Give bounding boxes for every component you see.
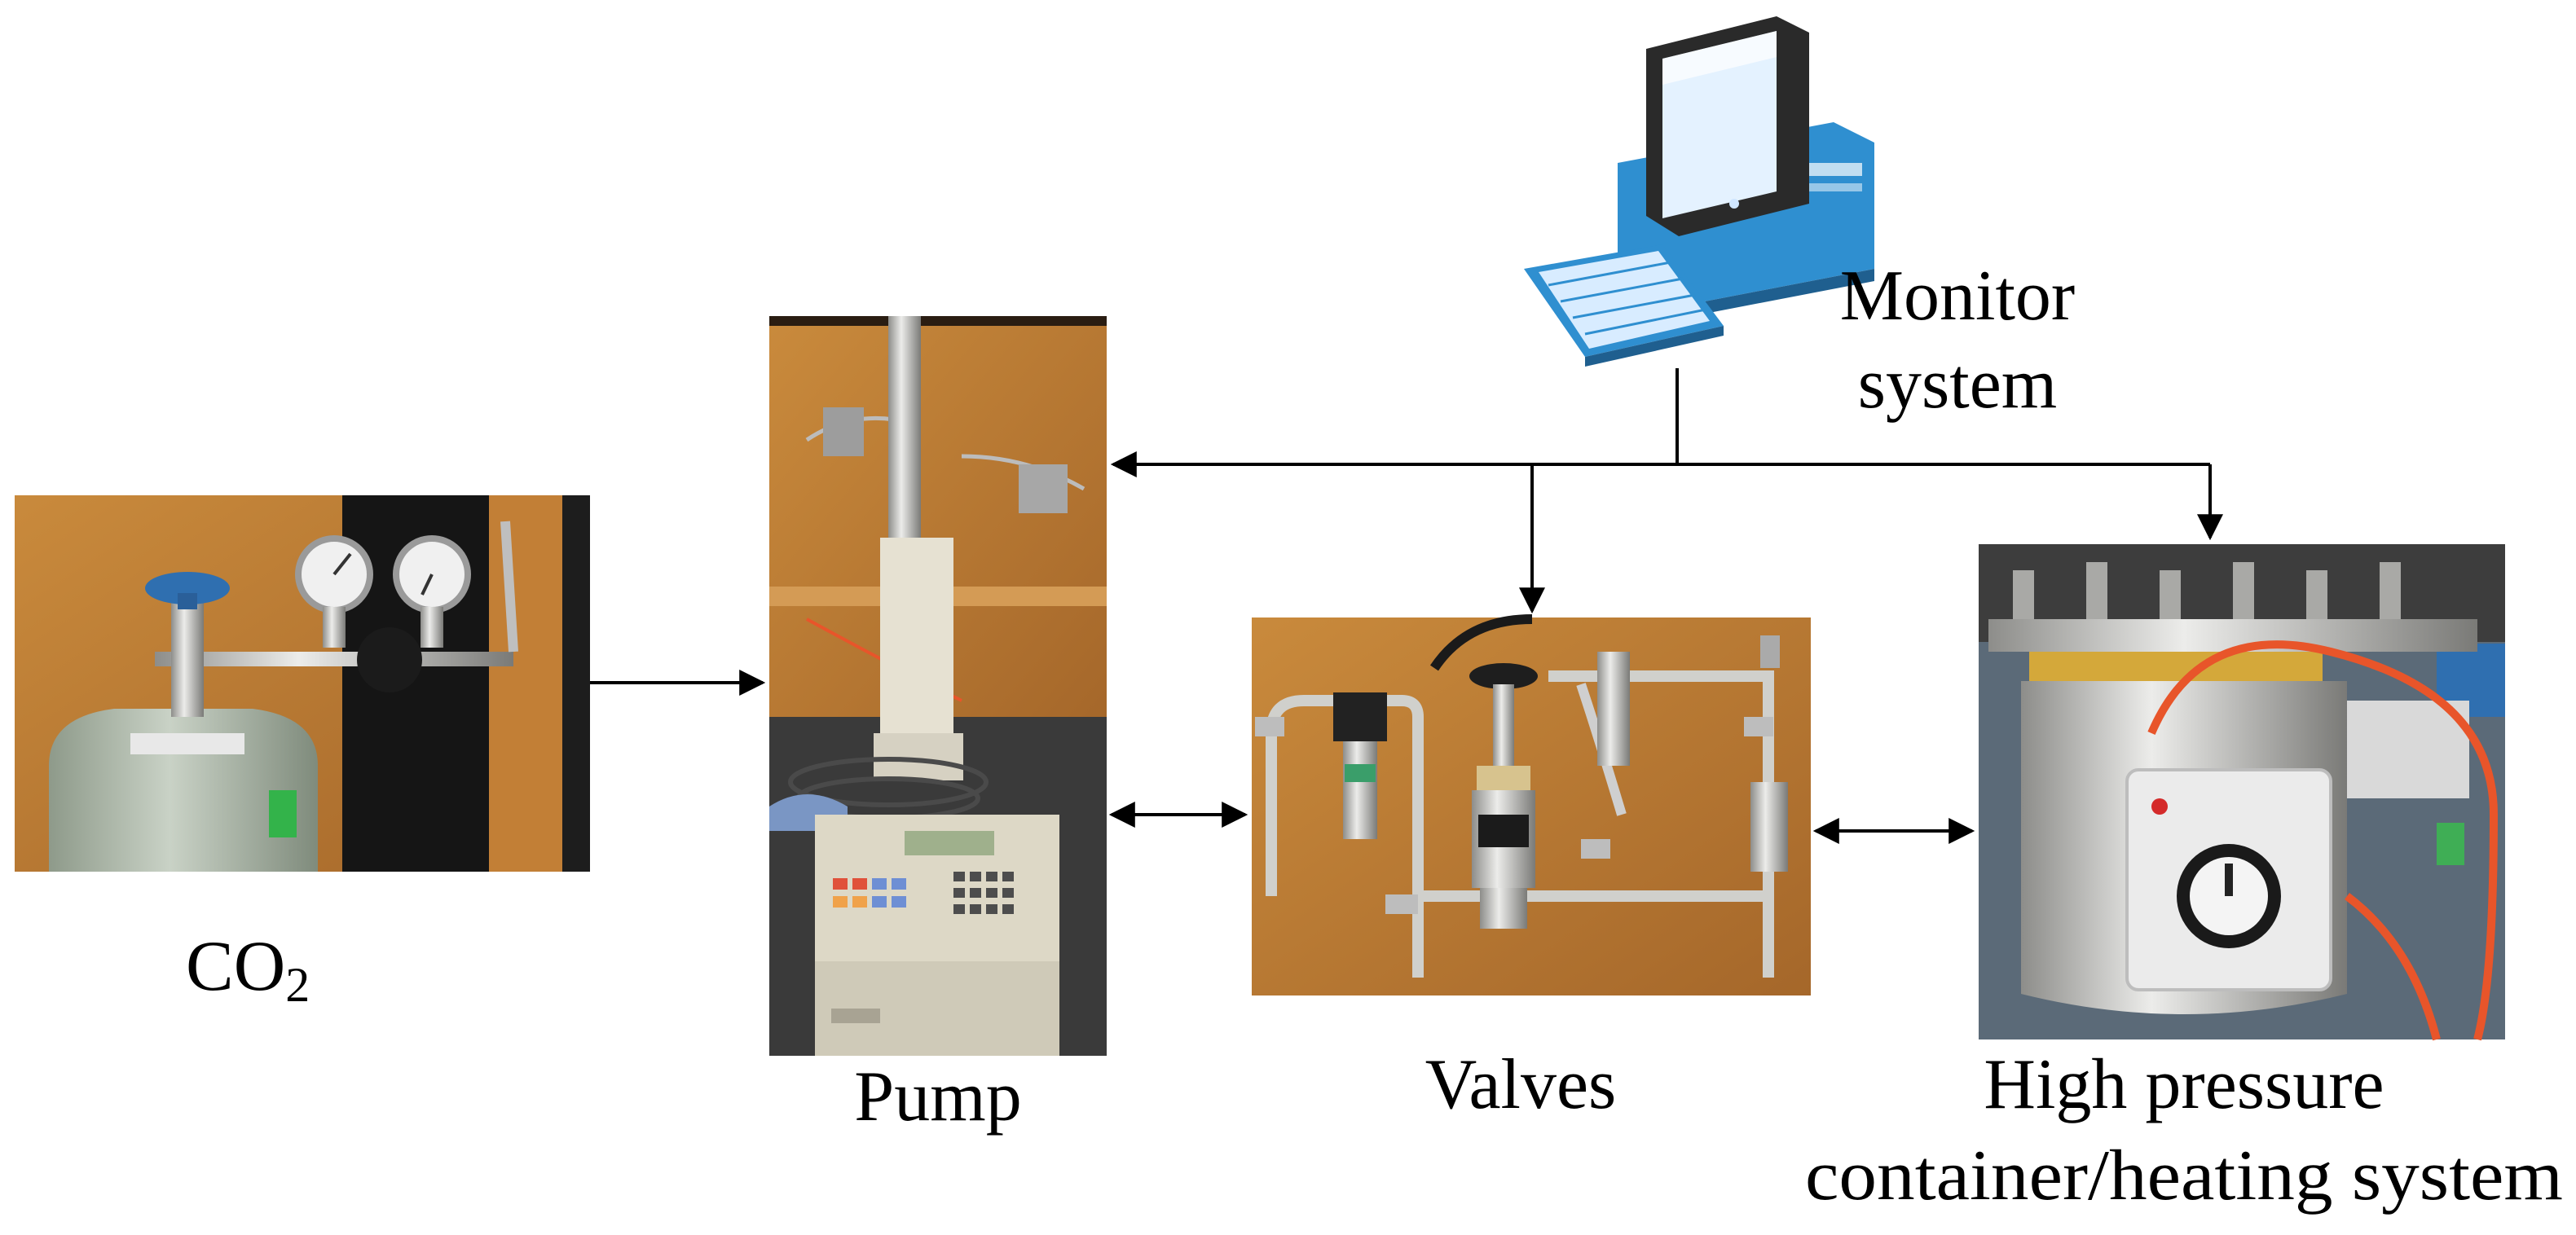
pump-photo bbox=[769, 316, 1107, 1056]
high-pressure-container-photo bbox=[1979, 544, 2505, 1041]
co2-cylinder-photo bbox=[15, 495, 590, 872]
monitor-label-line2: system bbox=[1858, 345, 2057, 424]
connector-lines bbox=[590, 368, 2223, 844]
valves-photo bbox=[1252, 614, 1811, 995]
computer-icon bbox=[1524, 16, 1874, 367]
container-label-line2: container/heating system bbox=[1805, 1136, 2563, 1215]
valves-label: Valves bbox=[1425, 1045, 1617, 1124]
pump-label: Pump bbox=[854, 1057, 1021, 1136]
co2-label-subscript: 2 bbox=[285, 958, 310, 1012]
monitor-label-line1: Monitor bbox=[1840, 257, 2075, 336]
co2-label: CO2 bbox=[186, 927, 310, 1012]
container-label-line1: High pressure bbox=[1984, 1045, 2384, 1124]
co2-label-text: CO bbox=[186, 927, 285, 1006]
